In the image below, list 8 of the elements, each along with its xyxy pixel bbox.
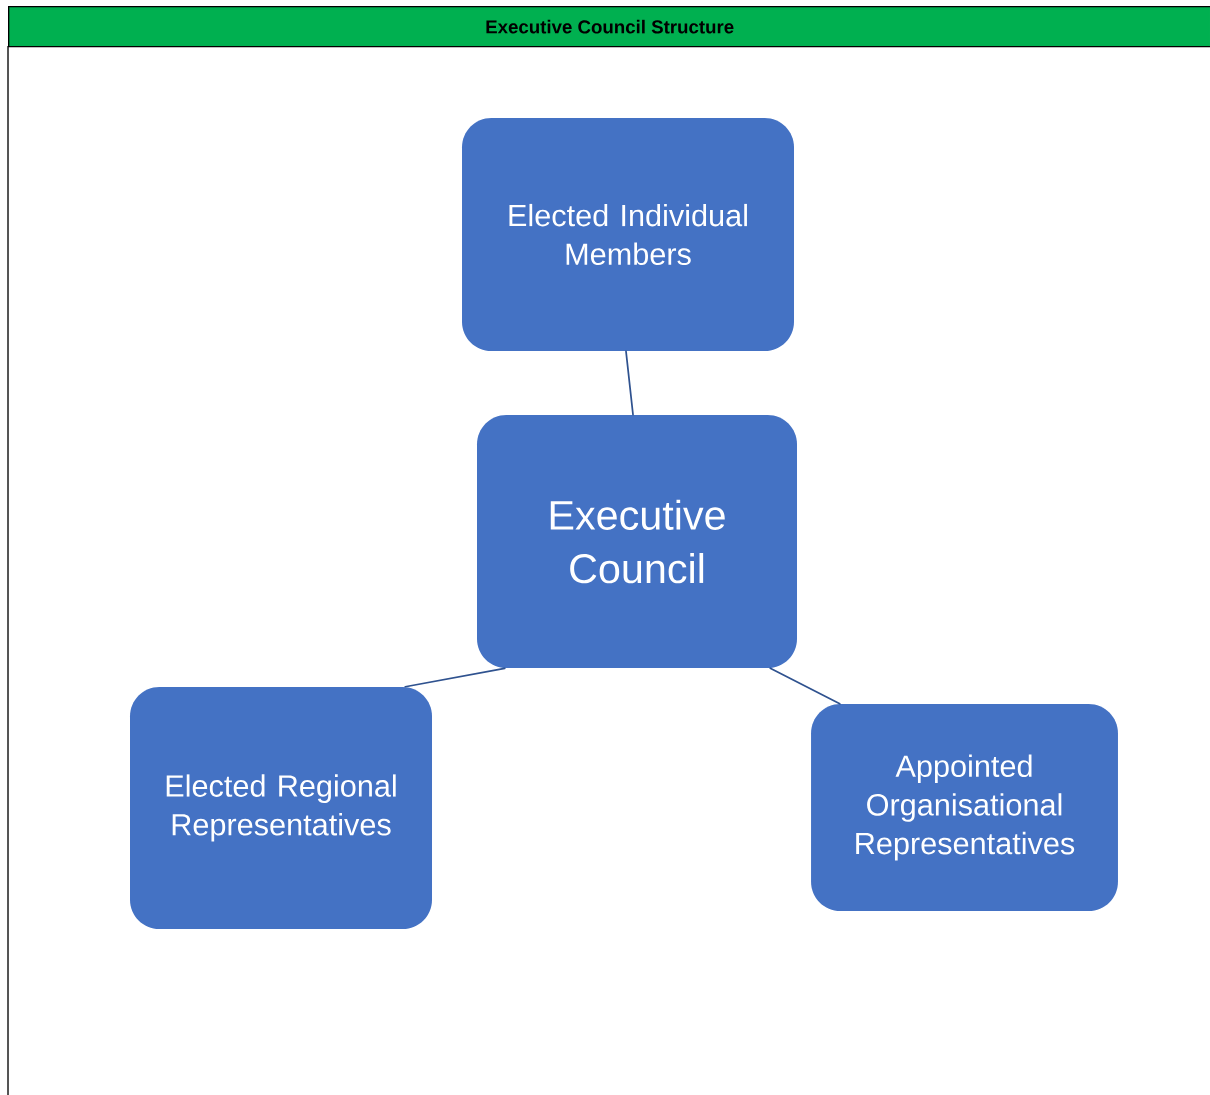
rounded-box: Appointed Organisational Representatives — [811, 704, 1118, 911]
rounded-box: Elected Individual Members — [462, 117, 794, 352]
connector-line — [625, 350, 634, 416]
connector-line — [769, 667, 841, 705]
title-bar: Executive Council Structure — [8, 6, 1210, 48]
rounded-box: Elected Regional Representatives — [130, 687, 432, 929]
connector-line — [404, 667, 506, 688]
rounded-box: Executive Council — [477, 414, 797, 669]
